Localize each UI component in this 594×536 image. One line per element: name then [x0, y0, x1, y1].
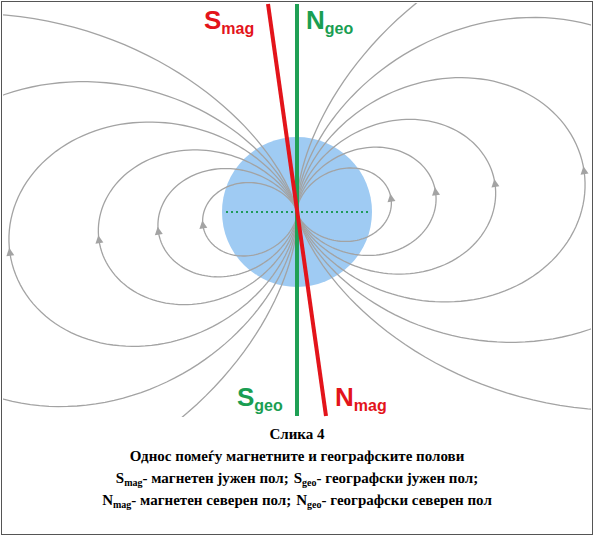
pole-letter: S — [237, 382, 254, 412]
key-entry: Sgeo- географски јужен пол; — [294, 470, 478, 486]
key-row: Nmag- магнетен северен пол;Ngeo- географ… — [0, 490, 594, 513]
pole-label: Nmag — [334, 383, 388, 415]
pole-label: Sgeo — [236, 383, 284, 415]
key-entry: Ngeo- географски северен пол — [296, 492, 492, 508]
key-base: S — [294, 470, 302, 486]
field-arrow — [432, 187, 440, 195]
field-arrow — [155, 227, 163, 235]
field-arrow — [199, 220, 207, 228]
pole-subscript: mag — [221, 20, 254, 37]
key-rest: - магнетен јужен пол; — [142, 470, 288, 486]
field-arrow — [95, 235, 103, 243]
field-line — [297, 119, 496, 274]
field-line — [9, 122, 297, 346]
figure-caption: Слика 4 — [0, 424, 594, 446]
key-entry: Smag- магнетен јужен пол; — [116, 470, 289, 486]
field-line — [3, 13, 297, 417]
field-line — [297, 78, 585, 302]
pole-letter: N — [306, 5, 325, 35]
pole-subscript: geo — [325, 20, 353, 37]
key-sub: geo — [302, 477, 316, 488]
field-line — [297, 3, 591, 411]
key-base: N — [102, 492, 113, 508]
caption-block: Слика 4Однос помеѓу магнетните и географ… — [0, 424, 594, 513]
key-base: N — [296, 492, 307, 508]
magnetic-axis — [268, 4, 326, 416]
key-entry: Nmag- магнетен северен пол; — [102, 492, 291, 508]
field-line — [98, 150, 297, 305]
pole-subscript: geo — [254, 397, 282, 414]
pole-label: Ngeo — [305, 6, 354, 38]
field-arrow — [6, 248, 14, 256]
key-sub: mag — [113, 499, 131, 510]
caption-title: Однос помеѓу магнетните и географските п… — [0, 446, 594, 468]
pole-letter: N — [335, 382, 354, 412]
key-rest: - географски јужен пол; — [317, 470, 479, 486]
field-arrow — [491, 179, 499, 187]
pole-label: Smag — [203, 6, 255, 38]
field-arrow — [388, 194, 396, 202]
key-rest: - географски северен пол — [322, 492, 492, 508]
field-lines — [3, 3, 591, 417]
key-rest: - магнетен северен пол; — [131, 492, 291, 508]
field-line — [297, 17, 591, 342]
key-sub: mag — [124, 477, 142, 488]
field-arrow — [581, 166, 589, 174]
pole-letter: S — [204, 5, 221, 35]
key-row: Smag- магнетен јужен пол;Sgeo- географск… — [0, 468, 594, 491]
key-base: S — [116, 470, 124, 486]
key-sub: geo — [307, 499, 321, 510]
pole-subscript: mag — [354, 397, 387, 414]
field-line — [3, 82, 297, 407]
